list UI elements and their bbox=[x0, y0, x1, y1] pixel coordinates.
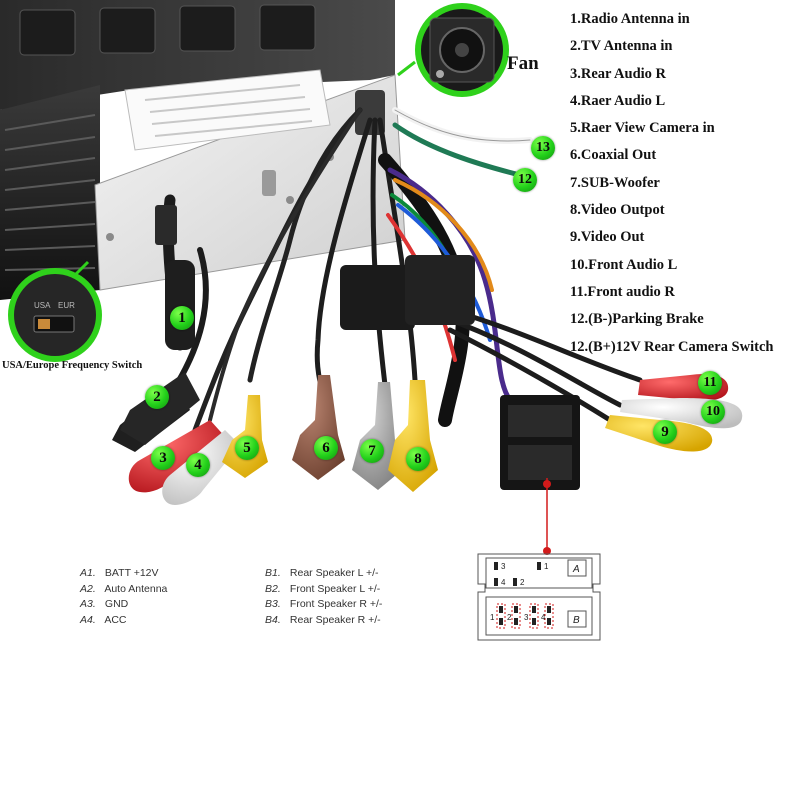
badge-4: 4 bbox=[186, 453, 210, 477]
pin-code: B2. bbox=[265, 582, 281, 595]
pin-label: Rear Speaker L +/- bbox=[289, 567, 379, 579]
badge-5: 5 bbox=[235, 436, 259, 460]
block-a-outline bbox=[485, 557, 593, 589]
iso-harness-plug bbox=[500, 395, 580, 555]
badge-1: 1 bbox=[170, 306, 194, 330]
switch-knob-icon bbox=[38, 319, 50, 329]
radio-antenna-plug bbox=[165, 260, 195, 350]
pin-row: B3. Front Speaker R +/- bbox=[265, 597, 382, 613]
badge-3: 3 bbox=[151, 446, 175, 470]
pin-a1-label: 1 bbox=[544, 562, 549, 571]
legend-item: 9.Video Out bbox=[570, 229, 645, 246]
pin-label: Rear Speaker R +/- bbox=[289, 614, 381, 627]
badge-8: 8 bbox=[406, 447, 430, 471]
legend-item: 3.Rear Audio R bbox=[570, 65, 667, 82]
legend-item: 5.Raer View Camera in bbox=[570, 120, 715, 137]
pin-label: GND bbox=[104, 598, 129, 611]
label-lines bbox=[144, 84, 313, 137]
screw-icon bbox=[106, 233, 114, 241]
frequency-switch-label: USA/Europe Frequency Switch bbox=[2, 360, 143, 371]
switch-eur-label: EUR bbox=[58, 301, 75, 310]
pin-code: A4. bbox=[80, 614, 96, 627]
frequency-switch-callout: USA EUR bbox=[8, 260, 102, 362]
legend-item: 10.Front Audio L bbox=[570, 256, 678, 273]
legend-item: 6.Coaxial Out bbox=[570, 147, 657, 164]
badge-9: 9 bbox=[653, 420, 677, 444]
product-label bbox=[124, 69, 331, 151]
badge-2: 2 bbox=[145, 385, 169, 409]
fan-label: Fan bbox=[507, 53, 539, 74]
pin-a2-label: 2 bbox=[520, 578, 525, 587]
pointer-dot bbox=[543, 480, 551, 488]
rca-plugs bbox=[128, 373, 743, 505]
pin-a3-label: 3 bbox=[501, 562, 506, 571]
cable-junction-box-2 bbox=[405, 255, 475, 325]
cable-bundle bbox=[162, 107, 643, 433]
pin-table-a: A1. BATT +12V A2. Auto Antenna A3. GND A… bbox=[80, 566, 167, 629]
rca-plug-red-3 bbox=[128, 420, 228, 493]
pin-row: A2. Auto Antenna bbox=[80, 582, 167, 598]
screw-icon bbox=[286, 196, 294, 204]
badge-10: 10 bbox=[701, 400, 725, 424]
legend-item: 11.Front audio R bbox=[570, 283, 675, 300]
badge-13: 13 bbox=[531, 136, 555, 160]
pin-code: A1. bbox=[80, 567, 96, 579]
legend-item: 7.SUB-Woofer bbox=[570, 174, 660, 191]
pin-code: B4. bbox=[265, 614, 281, 627]
legend-item: 12.(B-)Parking Brake bbox=[570, 311, 704, 328]
pointer-dot bbox=[543, 547, 551, 555]
badge-7: 7 bbox=[360, 439, 384, 463]
pin-label: Auto Antenna bbox=[104, 582, 168, 595]
pin-label: ACC bbox=[104, 614, 127, 627]
legend-item: 8.Video Outpot bbox=[570, 202, 665, 219]
pin-row: B1. Rear Speaker L +/- bbox=[265, 566, 382, 582]
pin-b4-label: 4 bbox=[541, 613, 546, 622]
cable-junction-box bbox=[340, 265, 415, 330]
legend-item: 1.Radio Antenna in bbox=[570, 11, 690, 27]
fan-callout bbox=[397, 3, 509, 97]
legend-item: 12.(B+)12V Rear Camera Switch bbox=[570, 338, 774, 355]
legend-item: 4.Raer Audio L bbox=[570, 92, 666, 109]
pin-b3-label: 3 bbox=[524, 613, 529, 622]
legend-item: 2.TV Antenna in bbox=[570, 38, 673, 55]
pin-code: B1. bbox=[265, 567, 281, 579]
rca-plug-brown-6 bbox=[292, 375, 345, 480]
pin-label: Front Speaker R +/- bbox=[289, 598, 383, 611]
rca-plug-gray-7 bbox=[352, 382, 402, 490]
port-legend: 1.Radio Antenna in 2.TV Antenna in 3.Rea… bbox=[570, 9, 773, 364]
block-b-label: B bbox=[573, 615, 580, 626]
pin-code: B3. bbox=[265, 598, 281, 611]
pin-a4-label: 4 bbox=[501, 578, 506, 587]
pin-label: BATT +12V bbox=[104, 567, 159, 579]
connector-pinout-labels: 3 1 4 2 1 2 3 4 A B bbox=[490, 562, 580, 626]
pin-row: A1. BATT +12V bbox=[80, 566, 167, 582]
pin-b2-label: 2 bbox=[507, 613, 512, 622]
pin-row: B4. Rear Speaker R +/- bbox=[265, 613, 382, 629]
top-vents bbox=[19, 4, 316, 56]
connector-pinout bbox=[477, 553, 601, 641]
toggle-switch-icon bbox=[262, 170, 276, 196]
badge-12: 12 bbox=[513, 168, 537, 192]
pin-b1-label: 1 bbox=[490, 613, 495, 622]
fan-port bbox=[355, 90, 385, 135]
pin-row: B2. Front Speaker L +/- bbox=[265, 582, 382, 598]
pin-label: Front Speaker L +/- bbox=[289, 582, 381, 595]
block-b-outline bbox=[485, 596, 593, 636]
pin-table-b: B1. Rear Speaker L +/- B2. Front Speaker… bbox=[265, 566, 382, 629]
switch-usa-label: USA bbox=[34, 301, 51, 310]
rca-plug-yellow-8 bbox=[388, 380, 438, 492]
pin-code: A2. bbox=[80, 582, 96, 595]
badge-6: 6 bbox=[314, 436, 338, 460]
block-a-label: A bbox=[572, 564, 580, 575]
pin-row: A4. ACC bbox=[80, 613, 167, 629]
pin-code: A3. bbox=[80, 598, 96, 611]
badge-11: 11 bbox=[698, 371, 722, 395]
pin-row: A3. GND bbox=[80, 597, 167, 613]
